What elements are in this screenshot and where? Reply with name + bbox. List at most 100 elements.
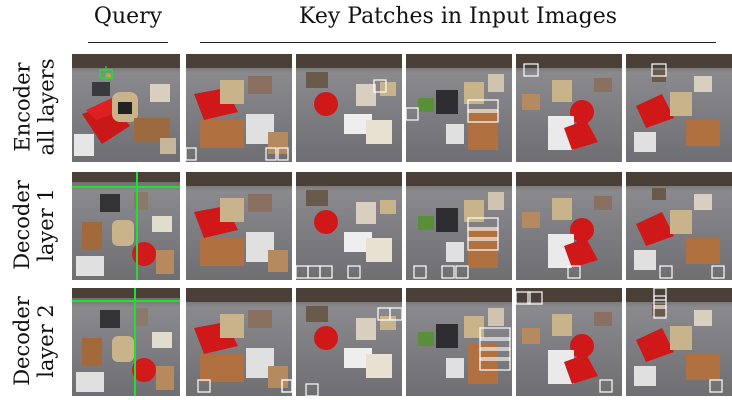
scene-object bbox=[552, 198, 572, 220]
scene-object bbox=[380, 82, 396, 96]
scene-object bbox=[694, 310, 712, 326]
scene-object bbox=[670, 210, 692, 234]
scene-object bbox=[220, 80, 244, 104]
scene-wall bbox=[516, 172, 622, 186]
key-patch-box bbox=[653, 305, 667, 319]
scene-wall bbox=[186, 288, 292, 302]
scene-object bbox=[694, 76, 712, 92]
key-patch-box bbox=[197, 379, 211, 393]
scene-object bbox=[306, 306, 328, 322]
scene-object bbox=[314, 210, 338, 234]
key-patch-box bbox=[186, 147, 197, 161]
key-patch-image-row2-col2 bbox=[296, 172, 402, 280]
scene-object bbox=[522, 94, 540, 110]
scene-object bbox=[670, 92, 692, 116]
scene-object bbox=[694, 194, 712, 210]
key-patch-box bbox=[319, 265, 333, 279]
scene-floor bbox=[296, 54, 402, 162]
query-image-decoder-2 bbox=[72, 288, 180, 396]
key-patch-box bbox=[373, 79, 387, 93]
scene-object bbox=[594, 312, 612, 326]
scene-object bbox=[366, 354, 392, 378]
scene-object bbox=[594, 196, 612, 210]
key-patch-box bbox=[455, 265, 469, 279]
scene-wall bbox=[296, 54, 402, 68]
key-patch-image-row2-col5 bbox=[626, 172, 732, 280]
key-patch-image-row3-col1 bbox=[186, 288, 292, 396]
scene-wall bbox=[516, 288, 622, 302]
key-patch-box bbox=[467, 109, 499, 123]
scene-object bbox=[522, 212, 540, 228]
scene-object bbox=[570, 100, 594, 124]
scene-object bbox=[356, 318, 376, 340]
scene-object bbox=[468, 228, 498, 268]
scene-object bbox=[446, 124, 464, 144]
scene-object bbox=[570, 218, 594, 242]
scene-object bbox=[570, 334, 594, 358]
scene-object bbox=[436, 90, 458, 114]
scene-object bbox=[652, 188, 666, 200]
scene-object bbox=[356, 84, 376, 106]
key-patch-box bbox=[516, 291, 531, 305]
scene-wall bbox=[186, 54, 292, 68]
scene-wall bbox=[406, 288, 512, 302]
scene-wall bbox=[626, 172, 732, 186]
scene-object bbox=[564, 238, 598, 268]
key-patch-image-row3-col2 bbox=[296, 288, 402, 396]
key-patch-box bbox=[523, 63, 539, 77]
query-header: Query bbox=[93, 4, 163, 29]
scene-object bbox=[552, 80, 572, 102]
scene-object bbox=[634, 250, 656, 270]
scene-object bbox=[468, 344, 498, 384]
key-patch-box bbox=[709, 379, 723, 393]
scene-object bbox=[268, 366, 288, 388]
scene-object bbox=[686, 354, 720, 380]
scene-wall bbox=[296, 288, 402, 302]
query-image-decoder-1 bbox=[72, 172, 180, 280]
scene-object bbox=[488, 74, 504, 92]
scene-object bbox=[306, 190, 328, 206]
scene-wall bbox=[626, 288, 732, 302]
key-patches-header: Key Patches in Input Images bbox=[298, 4, 618, 29]
scene-object bbox=[344, 348, 372, 368]
scene-wall bbox=[626, 54, 732, 68]
scene-wall bbox=[186, 172, 292, 186]
key-patch-image-row1-col1 bbox=[186, 54, 292, 162]
scene-wall bbox=[406, 54, 512, 68]
key-patch-image-row1-col5 bbox=[626, 54, 732, 162]
scene-object bbox=[418, 332, 434, 346]
key-patch-box bbox=[467, 227, 499, 241]
scene-floor bbox=[296, 288, 402, 396]
scene-object bbox=[356, 202, 376, 224]
key-patch-box bbox=[277, 147, 289, 161]
scene-object bbox=[686, 238, 720, 264]
key-patch-box bbox=[347, 265, 361, 279]
scene-object bbox=[464, 200, 484, 222]
scene-object bbox=[670, 326, 692, 350]
key-patch-box bbox=[651, 63, 667, 77]
key-patch-image-row1-col2 bbox=[296, 54, 402, 162]
scene-object bbox=[366, 120, 392, 144]
key-patch-box bbox=[265, 147, 277, 161]
key-patch-image-row2-col3 bbox=[406, 172, 512, 280]
key-patch-box bbox=[467, 99, 499, 113]
key-patch-box bbox=[479, 357, 511, 371]
query-underline bbox=[88, 42, 168, 43]
scene-object bbox=[488, 192, 504, 210]
scene-object bbox=[200, 238, 244, 266]
scene-object bbox=[686, 120, 720, 146]
key-patch-image-row2-col1 bbox=[186, 172, 292, 280]
scene-object bbox=[436, 324, 458, 348]
scene-object bbox=[248, 76, 272, 94]
key-patch-box bbox=[527, 291, 543, 305]
scene-object bbox=[634, 132, 656, 152]
scene-object bbox=[418, 216, 434, 230]
key-patch-box bbox=[441, 265, 455, 279]
scene-object bbox=[380, 316, 396, 330]
scene-object bbox=[468, 110, 498, 150]
key-patch-image-row3-col5 bbox=[626, 288, 732, 396]
key-patch-box bbox=[305, 383, 319, 396]
